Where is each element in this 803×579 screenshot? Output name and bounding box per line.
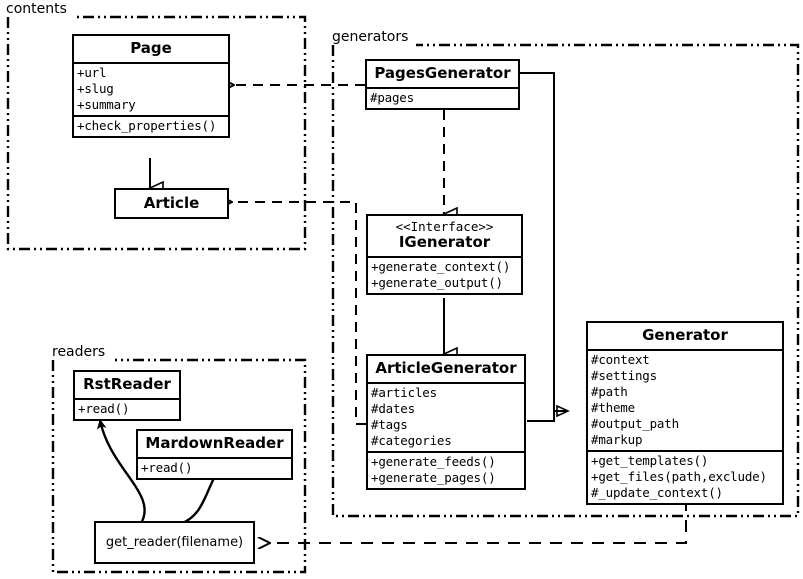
class-name-articlegenerator: ArticleGenerator [375, 359, 517, 377]
class-methods-generator: +get_templates() +get_files(path,exclude… [588, 450, 782, 503]
method-row: +read() [78, 401, 130, 416]
class-box-rstreader[interactable]: RstReader +read() [73, 370, 181, 421]
relation-pagesgenerator-generalizes-generator [520, 72, 568, 411]
class-stereotype-igenerator: <<Interface>> [395, 219, 494, 234]
attribute-row: #tags [371, 417, 408, 432]
attribute-row: #articles [371, 385, 437, 400]
attribute-row: #settings [591, 368, 657, 383]
function-label-get-reader: get_reader(filename) [105, 535, 244, 550]
function-box-get-reader[interactable]: get_reader(filename) [94, 521, 255, 564]
class-box-generator[interactable]: Generator #context #settings #path #them… [586, 321, 784, 505]
method-row: +generate_feeds() [371, 454, 496, 469]
class-methods-rstreader: +read() [75, 398, 179, 419]
class-name-page: Page [130, 39, 172, 57]
method-row: +get_templates() [591, 453, 709, 468]
class-box-page[interactable]: Page +url +slug +summary +check_properti… [72, 34, 230, 138]
class-box-pagesgenerator[interactable]: PagesGenerator #pages [365, 59, 520, 110]
class-box-article[interactable]: Article [114, 188, 229, 219]
method-row: +check_properties() [77, 118, 217, 133]
class-attributes-pagesgenerator: #pages [367, 87, 518, 108]
attribute-row: +summary [77, 97, 136, 112]
attribute-row: #path [591, 384, 628, 399]
attribute-row: #pages [370, 90, 414, 105]
class-methods-igenerator: +generate_context() +generate_output() [368, 256, 521, 293]
class-name-mardownreader: MardownReader [145, 434, 284, 452]
class-box-articlegenerator[interactable]: ArticleGenerator #articles #dates #tags … [366, 354, 526, 490]
class-attributes-generator: #context #settings #path #theme #output_… [588, 349, 782, 450]
attribute-row: +slug [77, 81, 114, 96]
package-label-readers: readers [52, 344, 106, 360]
class-name-rstreader: RstReader [83, 375, 171, 393]
class-box-mardownreader[interactable]: MardownReader +read() [136, 429, 293, 480]
relation-articlegenerator-generalizes-generator [527, 410, 568, 422]
attribute-row: #markup [591, 432, 643, 447]
class-name-article: Article [143, 194, 200, 212]
attribute-row: +url [77, 65, 107, 80]
class-name-text-igenerator: IGenerator [398, 233, 491, 251]
relation-generator-depends-getreader [270, 499, 687, 543]
attribute-row: #output_path [591, 416, 679, 431]
relation-articlegenerator-depends-article [232, 202, 366, 425]
class-box-igenerator[interactable]: <<Interface>> IGenerator +generate_conte… [366, 214, 523, 295]
class-name-pagesgenerator: PagesGenerator [374, 64, 511, 82]
attribute-row: #dates [371, 401, 415, 416]
attribute-row: #theme [591, 400, 635, 415]
class-methods-page: +check_properties() [74, 115, 228, 136]
attribute-row: #categories [371, 433, 452, 448]
class-methods-mardownreader: +read() [138, 457, 291, 478]
class-methods-articlegenerator: +generate_feeds() +generate_pages() [368, 451, 524, 488]
class-name-generator: Generator [642, 326, 728, 344]
class-attributes-articlegenerator: #articles #dates #tags #categories [368, 382, 524, 451]
class-name-igenerator: <<Interface>> IGenerator [368, 216, 521, 256]
class-attributes-page: +url +slug +summary [74, 62, 228, 115]
method-row: #_update_context() [591, 485, 723, 500]
attribute-row: #context [591, 352, 650, 367]
method-row: +get_files(path,exclude) [591, 469, 767, 484]
package-label-contents: contents [6, 1, 67, 17]
method-row: +generate_context() [371, 259, 511, 274]
package-label-generators: generators [332, 29, 409, 45]
method-row: +generate_pages() [371, 470, 496, 485]
method-row: +read() [141, 460, 193, 475]
method-row: +generate_output() [371, 275, 503, 290]
